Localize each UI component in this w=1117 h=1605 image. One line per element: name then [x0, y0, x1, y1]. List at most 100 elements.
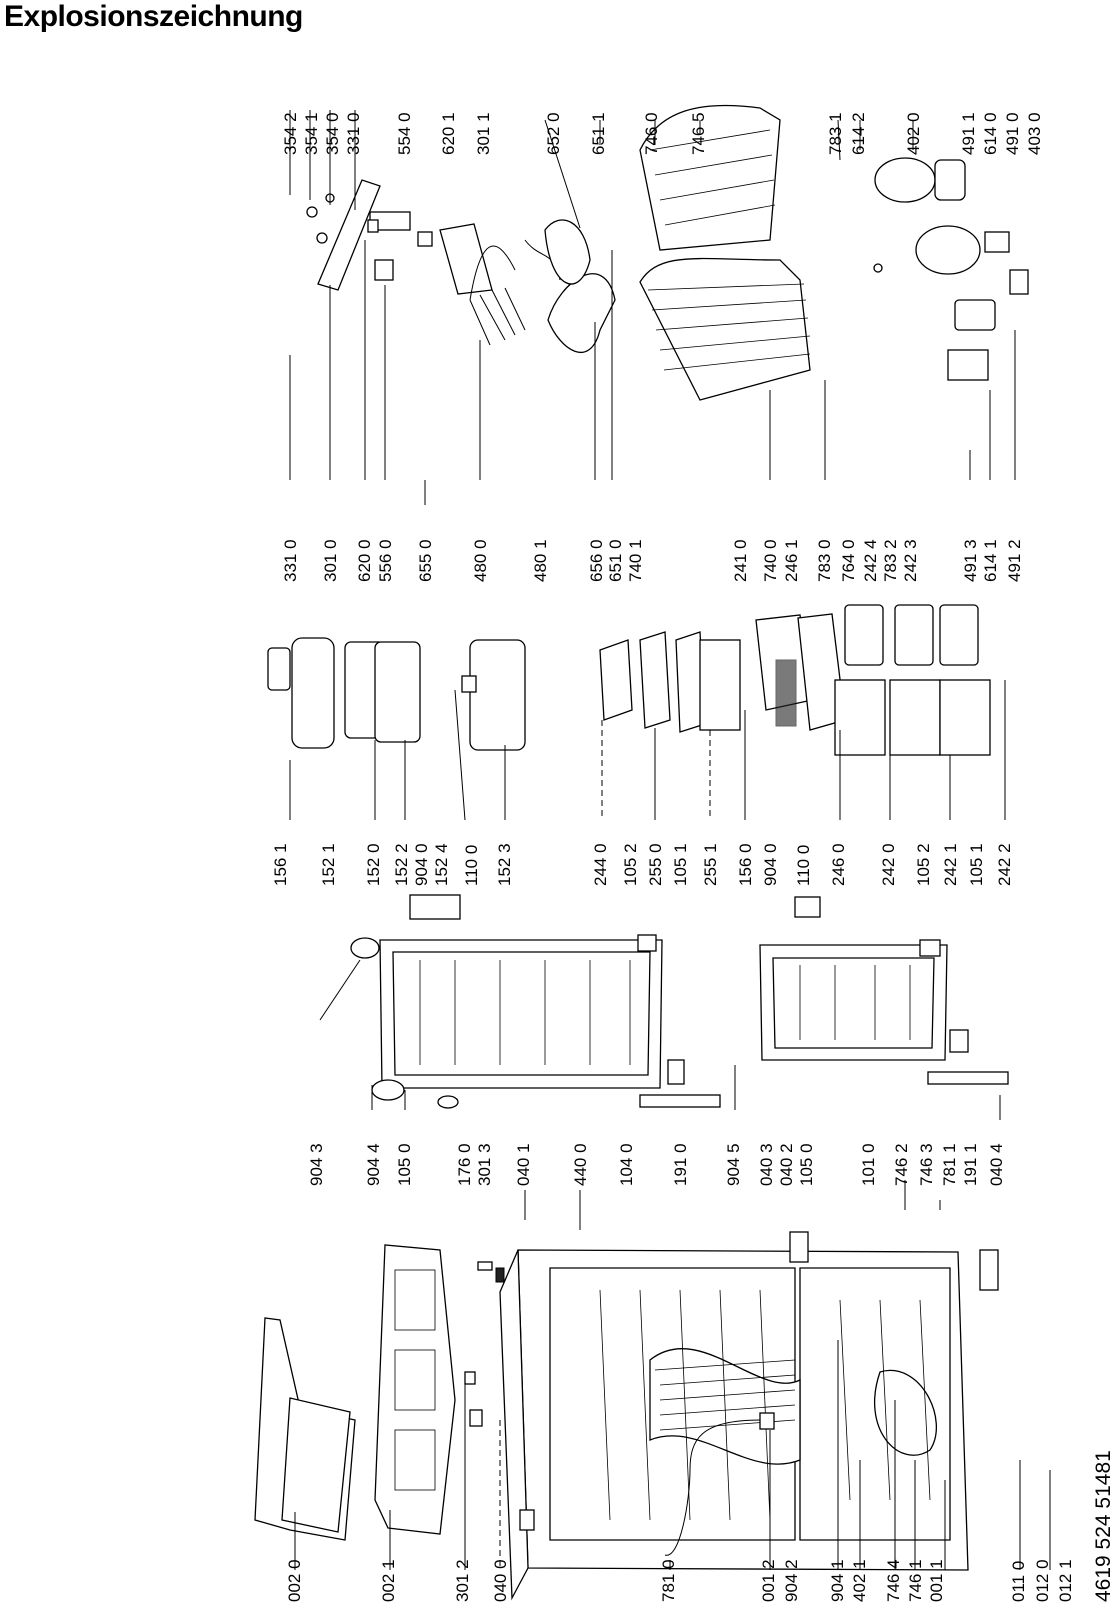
callout-label: 191 1 [961, 1143, 980, 1186]
callout-label: 331 0 [281, 539, 300, 582]
callout-label: 156 1 [271, 843, 290, 886]
callout-label: 011 0 [1009, 1560, 1028, 1602]
callout-label: 101 0 [859, 1143, 878, 1186]
callout-label: 012 1 [1056, 1559, 1075, 1602]
callout-label: 402 0 [904, 112, 923, 155]
callout-label: 480 1 [531, 539, 550, 582]
callout-label: 002 1 [379, 1559, 398, 1602]
fridge-shelves [599, 604, 991, 756]
callout-label: 040 1 [514, 1143, 533, 1186]
callout-label: 403 0 [1025, 112, 1044, 155]
callout-label: 620 1 [439, 112, 458, 155]
callout-label: 040 2 [777, 1143, 796, 1186]
callout-label: 242 1 [941, 843, 960, 886]
callout-label: 783 1 [826, 112, 845, 155]
callout-label: 152 1 [319, 843, 338, 886]
compressor-group [873, 157, 1029, 381]
lower-door [637, 934, 1009, 1085]
leader-lines [289, 110, 1051, 1570]
callout-label: 651 0 [606, 539, 625, 582]
callout-label: 301 2 [453, 1559, 472, 1602]
callout-label: 246 1 [782, 539, 801, 582]
callout-label: 176 0 [455, 1143, 474, 1186]
callout-label: 746 5 [689, 112, 708, 155]
lamp-and-cover [439, 219, 616, 353]
wiring-harness [469, 245, 526, 346]
callout-label: 746 0 [642, 112, 661, 155]
callout-label: 491 0 [1003, 112, 1022, 155]
callout-label: 746 4 [884, 1559, 903, 1602]
callout-label: 246 0 [829, 843, 848, 886]
callout-label: 105 0 [797, 1143, 816, 1186]
callout-label: 781 0 [659, 1559, 678, 1602]
callout-label: 242 0 [879, 843, 898, 886]
callout-label: 746 2 [892, 1143, 911, 1186]
callout-label: 614 1 [981, 539, 1000, 582]
callout-label: 242 3 [901, 539, 920, 582]
callout-label: 001 2 [759, 1559, 778, 1602]
callout-label: 244 0 [591, 843, 610, 886]
callout-label: 152 2 [392, 843, 411, 886]
callout-label: 614 2 [849, 112, 868, 155]
callout-label: 402 1 [850, 1559, 869, 1602]
callout-label: 904 0 [412, 843, 431, 886]
callout-label: 105 1 [967, 843, 986, 886]
callout-label: 904 5 [724, 1143, 743, 1186]
callout-label: 152 4 [432, 843, 451, 886]
callout-label: 904 4 [364, 1143, 383, 1186]
callout-label: 152 3 [495, 843, 514, 886]
callout-label: 105 2 [621, 843, 640, 886]
callout-label: 781 1 [940, 1143, 959, 1186]
callout-label: 242 2 [995, 843, 1014, 886]
callout-label: 040 0 [491, 1559, 510, 1602]
callout-label: 241 0 [731, 539, 750, 582]
callout-label: 040 3 [757, 1143, 776, 1186]
door-shelves [267, 637, 526, 751]
callout-label: 491 3 [961, 539, 980, 582]
callout-label: 904 0 [761, 843, 780, 886]
callout-label: 746 1 [906, 1559, 925, 1602]
callout-label: 255 0 [646, 843, 665, 886]
callout-label: 904 2 [782, 1559, 801, 1602]
callout-label: 354 1 [302, 112, 321, 155]
control-panel [306, 179, 433, 291]
callout-label: 001 1 [927, 1559, 946, 1602]
evaporator-coils [639, 104, 811, 401]
callout-label: 110 0 [462, 844, 481, 886]
callout-label: 104 0 [617, 1143, 636, 1186]
callout-label: 354 0 [323, 112, 342, 155]
callout-label: 656 0 [587, 539, 606, 582]
callout-label: 655 0 [416, 539, 435, 582]
callout-label: 301 3 [475, 1143, 494, 1186]
callout-label: 440 0 [571, 1143, 590, 1186]
callout-label: 105 0 [395, 1143, 414, 1186]
callout-label: 191 0 [671, 1143, 690, 1186]
callout-label: 156 0 [736, 843, 755, 886]
callout-label: 105 1 [671, 843, 690, 886]
callout-label: 740 1 [626, 539, 645, 582]
callout-label: 354 2 [281, 112, 300, 155]
top-cover [254, 1317, 356, 1541]
callout-label: 556 0 [376, 539, 395, 582]
page-title: Explosionszeichnung [4, 0, 303, 33]
callout-label: 110 0 [794, 844, 813, 886]
callout-label: 651 1 [589, 112, 608, 155]
callout-label: 746 3 [917, 1143, 936, 1186]
callout-label: 040 4 [987, 1143, 1006, 1186]
callout-label: 620 0 [355, 539, 374, 582]
callout-label: 491 1 [959, 112, 978, 155]
callout-label: 105 2 [914, 843, 933, 886]
door-hinges [409, 894, 999, 1291]
cabinet-body [499, 1249, 969, 1601]
callout-label: 301 0 [321, 539, 340, 582]
callout-label: 904 1 [828, 1559, 847, 1602]
hinge-parts-left [464, 1261, 535, 1531]
upper-door [350, 937, 721, 1109]
callout-label: 783 0 [815, 539, 834, 582]
callout-label: 242 4 [861, 539, 880, 582]
callout-label: 614 0 [981, 112, 1000, 155]
callout-label: 255 1 [701, 843, 720, 886]
callout-label: 002 0 [285, 1559, 304, 1602]
callout-label: 764 0 [839, 539, 858, 582]
